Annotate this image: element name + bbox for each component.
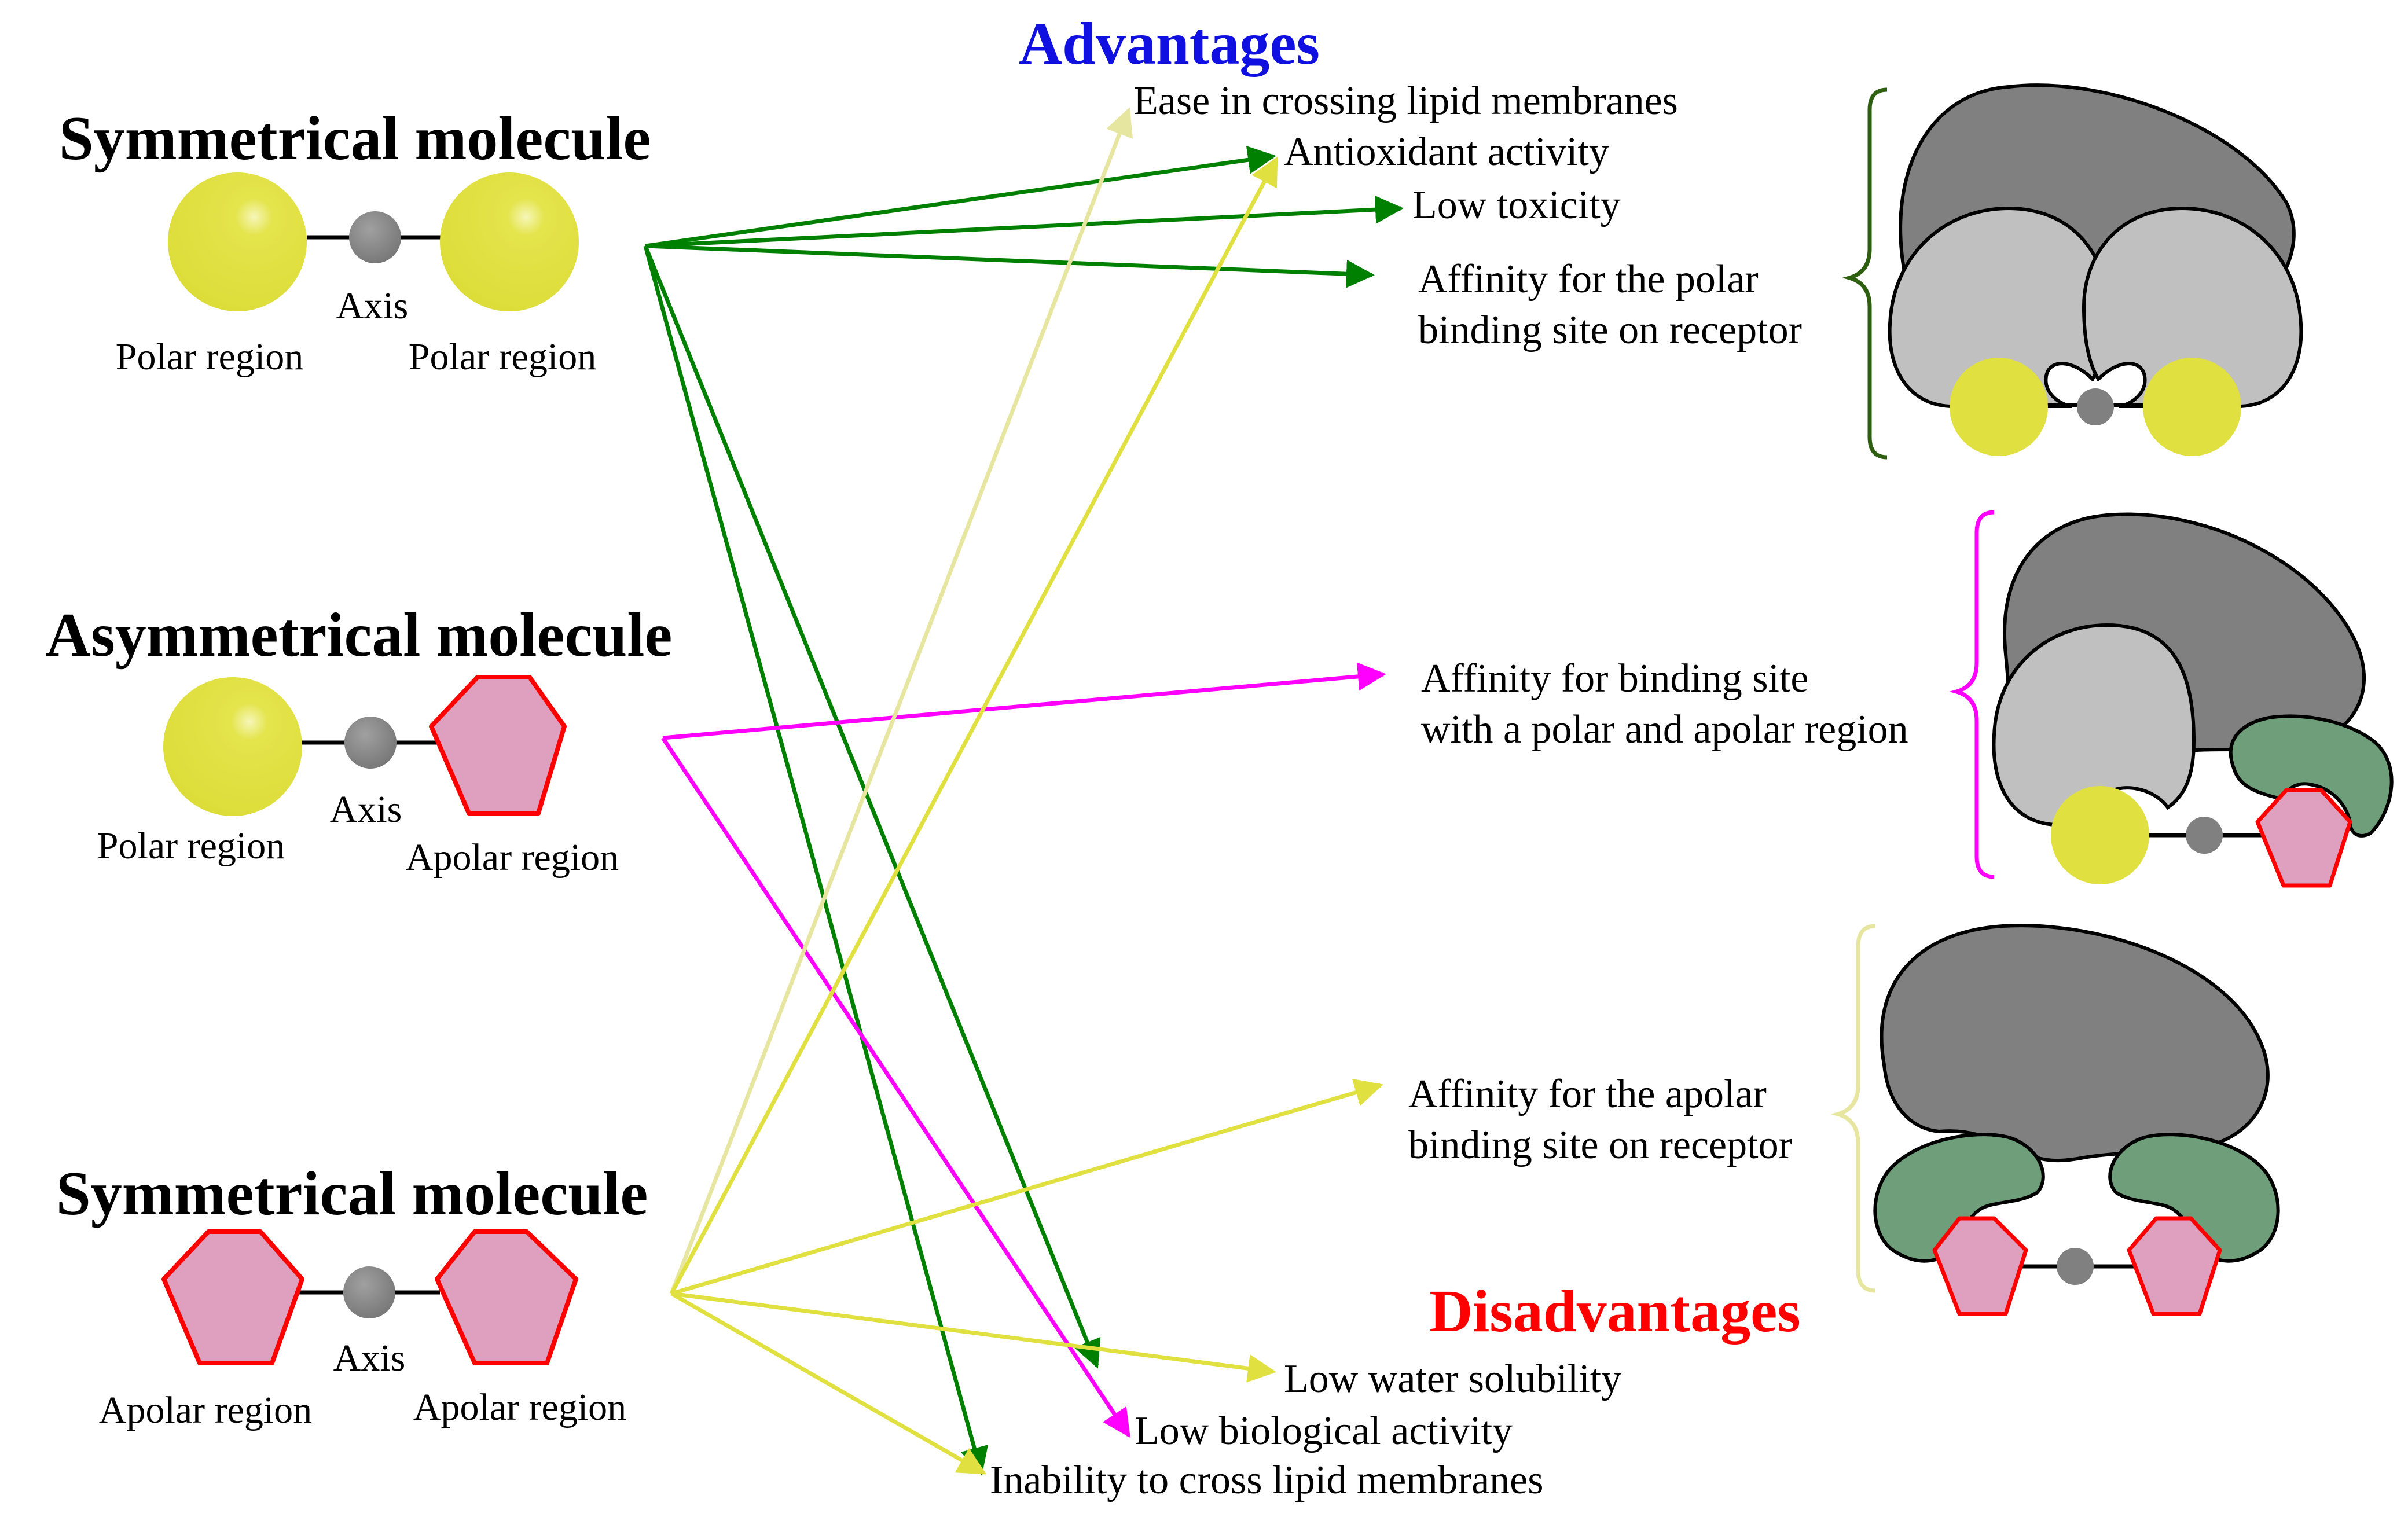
arrow-apolar-to-low-water-solubility xyxy=(671,1291,1276,1383)
apolar-hexagon-icon xyxy=(2127,1216,2222,1316)
apolar-hexagon-icon xyxy=(429,675,567,816)
axis-dot-icon xyxy=(2057,1248,2094,1285)
polar-sphere-icon xyxy=(163,677,302,816)
axis-dot-icon xyxy=(2186,817,2223,854)
molecule-symmetrical-apolar: Symmetrical molecule Axis Apolar region … xyxy=(56,1159,648,1431)
molecule-title: Asymmetrical molecule xyxy=(46,601,673,670)
axis-dot-icon xyxy=(349,211,401,263)
axis-dot-icon xyxy=(343,1266,395,1318)
arrow-polar-to-low-toxicity xyxy=(645,195,1404,248)
affinity-list: Affinity for the polar binding site on r… xyxy=(1408,257,1908,1167)
apolar-hexagon-icon xyxy=(161,1229,304,1365)
axis-label: Axis xyxy=(333,1337,406,1379)
arrow-apolar-to-ease-crossing xyxy=(669,107,1133,1295)
apolar-hexagon-icon xyxy=(2255,788,2352,888)
arrow-apolar-to-antioxidant xyxy=(669,156,1279,1295)
axis-dot-icon xyxy=(2077,388,2114,425)
right-region-label: Apolar region xyxy=(406,836,619,879)
receptor-pocket-icon xyxy=(2082,206,2303,409)
polar-sphere-icon xyxy=(168,172,307,311)
arrow-polar-to-inability-membranes xyxy=(643,245,988,1476)
receptor-apolar-binding xyxy=(1873,924,2280,1316)
disadvantage-item: Low water solubility xyxy=(1284,1357,1621,1401)
axis-label: Axis xyxy=(330,788,402,831)
molecule-symmetrical-polar: Symmetrical molecule Axis Polar region P… xyxy=(59,104,651,378)
disadvantage-item: Low biological activity xyxy=(1135,1409,1513,1453)
receptor-mixed-binding xyxy=(1992,512,2394,888)
polar-sphere-icon xyxy=(2143,358,2241,456)
disadvantages-heading: Disadvantages xyxy=(1429,1278,1800,1345)
right-region-label: Polar region xyxy=(409,336,596,378)
arrow-apolar-to-inability-membranes xyxy=(670,1291,987,1475)
affinity-line-1: Affinity for the apolar xyxy=(1408,1072,1767,1116)
arrow-asym-to-mixed-affinity xyxy=(662,662,1386,740)
polar-sphere-icon xyxy=(440,172,579,311)
curly-brace-icon xyxy=(1830,924,1876,1293)
advantage-item: Antioxidant activity xyxy=(1284,130,1609,174)
left-region-label: Polar region xyxy=(97,825,285,867)
disadvantage-item: Inability to cross lipid membranes xyxy=(990,1458,1543,1503)
arrow-asym-to-low-biological-activity xyxy=(661,737,1130,1438)
affinity-line-1: Affinity for the polar xyxy=(1418,257,1759,302)
curly-brace-icon xyxy=(1842,87,1888,460)
curly-brace-icon xyxy=(1949,510,1995,879)
advantages-list: Ease in crossing lipid membranes Antioxi… xyxy=(1133,79,1678,227)
affinity-line-2: with a polar and apolar region xyxy=(1421,707,1908,752)
receptor-polar-binding xyxy=(1888,83,2303,456)
affinity-line-2: binding site on receptor xyxy=(1408,1123,1792,1167)
molecule-title: Symmetrical molecule xyxy=(59,104,651,173)
arrow-apolar-to-apolar-affinity xyxy=(671,1078,1383,1296)
axis-label: Axis xyxy=(336,285,409,327)
advantage-item: Low toxicity xyxy=(1412,183,1621,227)
left-region-label: Polar region xyxy=(116,336,303,378)
affinity-line-1: Affinity for binding site xyxy=(1421,656,1808,701)
arrows xyxy=(643,107,1404,1476)
right-region-label: Apolar region xyxy=(413,1386,626,1428)
disadvantages-list: Low water solubility Low biological acti… xyxy=(990,1357,1621,1503)
apolar-hexagon-icon xyxy=(1932,1216,2028,1316)
polar-sphere-icon xyxy=(1950,358,2048,456)
advantage-item: Ease in crossing lipid membranes xyxy=(1133,79,1678,123)
axis-dot-icon xyxy=(344,717,397,769)
molecule-title: Symmetrical molecule xyxy=(56,1159,648,1228)
arrow-polar-to-antioxidant xyxy=(645,145,1276,248)
receptor-body xyxy=(1880,924,2270,1163)
left-region-label: Apolar region xyxy=(99,1389,312,1431)
affinity-line-2: binding site on receptor xyxy=(1418,308,1802,352)
molecule-asymmetrical: Asymmetrical molecule Axis Polar region … xyxy=(46,601,673,879)
advantages-heading: Advantages xyxy=(1019,10,1320,77)
arrow-polar-to-low-biological-activity xyxy=(643,245,1101,1369)
apolar-hexagon-icon xyxy=(435,1229,578,1365)
polar-sphere-icon xyxy=(2051,786,2149,884)
arrow-polar-to-polar-affinity xyxy=(645,244,1375,288)
